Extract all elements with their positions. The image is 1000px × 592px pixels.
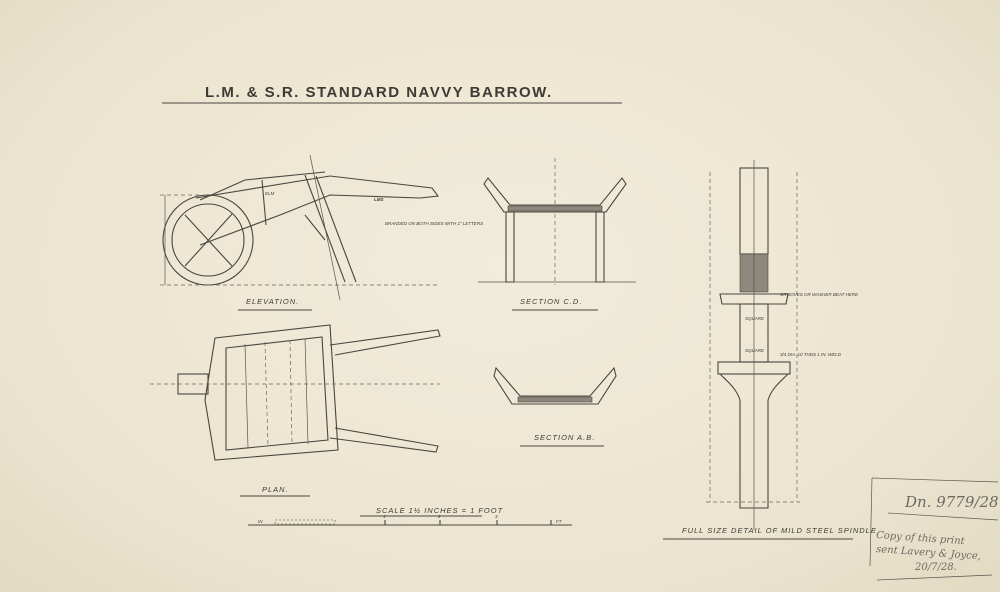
section-ab-label: SECTION A.B. — [534, 433, 595, 442]
grooves-note: GROOVES OR WASHER BEAT HERE — [780, 292, 859, 297]
section-cd-view — [478, 158, 636, 285]
handwritten-drawing-number: Dn. 9779/28 — [904, 493, 999, 511]
handwritten-date: 20/7/28. — [914, 562, 957, 573]
handwritten-annotation — [869, 477, 999, 581]
branded-note: BRANDED ON BOTH SIDES WITH 1" LETTERS — [385, 221, 483, 226]
scale-unit-ft: FT — [556, 519, 563, 524]
thread-note: 3/4 DIA. 10 THDS 1 IN. WELD — [780, 352, 842, 357]
elevation-label: ELEVATION. — [246, 297, 299, 306]
scale-bar — [248, 519, 572, 526]
square-note-1: SQUARE — [745, 316, 765, 321]
elevation-view: ELM LMS BRANDED ON BOTH SIDES WITH 1" LE… — [160, 154, 483, 301]
square-note-2: SQUARE — [745, 348, 765, 353]
plan-label: PLAN. — [262, 485, 289, 494]
scale-tick-3: 3 — [495, 514, 498, 519]
section-ab-view — [493, 366, 617, 405]
brand-label: LMS — [374, 197, 384, 202]
spindle-detail — [706, 160, 800, 530]
scale-tick-1: 1 — [383, 514, 386, 519]
scale-label: SCALE 1½ INCHES = 1 FOOT — [376, 506, 504, 515]
scale-tick-2: 2 — [437, 514, 441, 519]
elm-label: ELM — [265, 191, 275, 196]
handwritten-line-2: sent Lavery & Joyce, — [876, 544, 981, 562]
section-cd-label: SECTION C.D. — [520, 297, 582, 306]
spindle-label: FULL SIZE DETAIL OF MILD STEEL SPINDLE — [682, 526, 877, 535]
scale-unit-in: IN — [258, 519, 263, 524]
drawing-title: L.M. & S.R. STANDARD NAVVY BARROW. — [205, 84, 553, 101]
plan-view — [150, 324, 441, 461]
